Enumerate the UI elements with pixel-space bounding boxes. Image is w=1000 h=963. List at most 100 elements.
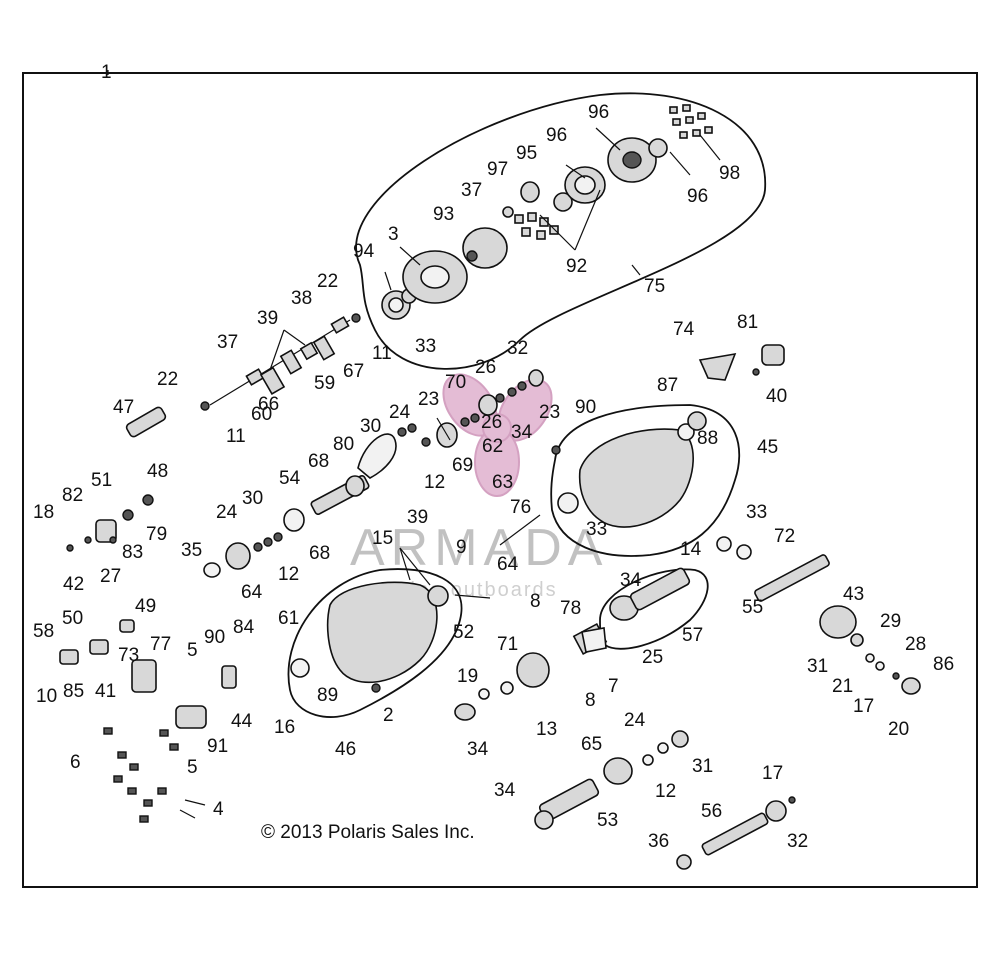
- callout-91: 90: [575, 397, 596, 418]
- callout-60: 58: [33, 621, 54, 642]
- callout-98: 96: [588, 102, 609, 123]
- callout-94: 92: [566, 256, 587, 277]
- callout-71: 69: [452, 455, 473, 476]
- callout-33: 33: [415, 336, 436, 357]
- callout-26: 26: [475, 357, 496, 378]
- callout-81: 79: [146, 524, 167, 545]
- callout-24: 24: [216, 502, 238, 523]
- callout-59: 57: [682, 625, 703, 646]
- callout-5: 5: [187, 757, 198, 778]
- callout-42: 40: [766, 386, 787, 407]
- callout-18: 18: [33, 502, 54, 523]
- callout-61: 59: [314, 373, 335, 394]
- case-half-47: [551, 411, 707, 528]
- callout-93: 91: [207, 736, 228, 757]
- copyright-notice: © 2013 Polaris Sales Inc.: [261, 822, 475, 843]
- right-hardware-parts: [581, 344, 785, 653]
- callout-labels: 1 2 3 4 5 5 6 7 8 8 9 10 11 11 12 12 12 …: [33, 62, 954, 852]
- callout-40: 39: [257, 308, 278, 329]
- callout-8: 8: [585, 690, 596, 711]
- callout-37: 36: [648, 831, 669, 852]
- callout-10: 10: [36, 686, 57, 707]
- callout-32: 32: [507, 338, 528, 359]
- callout-39: 37: [217, 332, 238, 353]
- callout-34: 33: [746, 502, 767, 523]
- callout-4: 4: [213, 799, 224, 820]
- callout-34: 34: [467, 739, 489, 760]
- callout-54: 52: [453, 622, 474, 643]
- callout-27: 27: [100, 566, 121, 587]
- callout-17: 17: [853, 696, 874, 717]
- callout-8: 8: [530, 591, 541, 612]
- callout-7: 7: [608, 676, 619, 697]
- callout-96: 95: [516, 143, 537, 164]
- callout-24: 24: [624, 710, 646, 731]
- callout-88: 86: [933, 654, 954, 675]
- callout-87: 85: [63, 681, 84, 702]
- callout-22: 22: [317, 271, 338, 292]
- callout-24: 24: [389, 402, 411, 423]
- callout-64: 62: [482, 436, 503, 457]
- callout-95: 93: [433, 204, 454, 225]
- callout-34: 34: [494, 780, 516, 801]
- callout-16: 16: [274, 717, 295, 738]
- callout-30: 30: [242, 488, 263, 509]
- case-half-48: [290, 581, 449, 693]
- callout-48: 46: [335, 739, 356, 760]
- callout-26: 26: [481, 412, 502, 433]
- callout-11: 11: [226, 426, 246, 447]
- callout-100: 98: [719, 163, 740, 184]
- callout-68: 67: [343, 361, 364, 382]
- callout-56: 54: [279, 468, 301, 489]
- callout-70: 68: [309, 543, 330, 564]
- callout-12: 12: [655, 781, 676, 802]
- callout-97: 96: [546, 125, 567, 146]
- callout-20: 20: [888, 719, 909, 740]
- callout-21: 21: [832, 676, 853, 697]
- callout-75: 73: [118, 645, 139, 666]
- callout-73: 71: [497, 634, 518, 655]
- callout-46: 44: [231, 711, 253, 732]
- callout-39: 38: [291, 288, 312, 309]
- callout-52: 50: [62, 608, 83, 629]
- callout-41: 39: [407, 507, 428, 528]
- callout-69: 68: [308, 451, 329, 472]
- callout-3: 3: [388, 224, 399, 245]
- output-shaft-parts: [454, 536, 921, 870]
- watermark-propeller-icon: [442, 373, 553, 497]
- callout-84: 82: [62, 485, 83, 506]
- callout-96: 96: [687, 186, 708, 207]
- callout-19: 19: [457, 666, 478, 687]
- callout-90: 88: [697, 428, 718, 449]
- callout-14: 14: [680, 539, 702, 560]
- callout-82: 80: [333, 434, 354, 455]
- callout-85: 83: [122, 542, 143, 563]
- callout-51: 49: [135, 596, 156, 617]
- callout-29: 29: [880, 611, 901, 632]
- callout-31: 31: [807, 656, 828, 677]
- callout-92: 90: [204, 627, 225, 648]
- callout-31: 31: [692, 756, 713, 777]
- callout-55: 53: [597, 810, 618, 831]
- callout-22: 22: [157, 369, 178, 390]
- callout-89: 87: [657, 375, 678, 396]
- callout-64: 63: [492, 472, 513, 493]
- callout-12: 12: [424, 472, 445, 493]
- watermark: ARMADA marine outboards: [350, 373, 602, 601]
- callout-68: 66: [258, 394, 279, 415]
- callout-72: 70: [445, 372, 466, 393]
- callout-25: 25: [642, 647, 663, 668]
- callout-63: 61: [278, 608, 299, 629]
- callout-45: 43: [843, 584, 864, 605]
- case-half-47-outline: [550, 404, 741, 557]
- callout-28: 28: [905, 634, 926, 655]
- gear-group-77-outline: [355, 92, 766, 370]
- callout-80: 78: [560, 598, 581, 619]
- callout-57: 55: [742, 597, 763, 618]
- leader-lines: [107, 70, 721, 819]
- callout-32: 32: [787, 831, 808, 852]
- callout-35: 34: [511, 422, 533, 443]
- callout-77: 75: [644, 276, 665, 297]
- callout-23: 23: [539, 402, 560, 423]
